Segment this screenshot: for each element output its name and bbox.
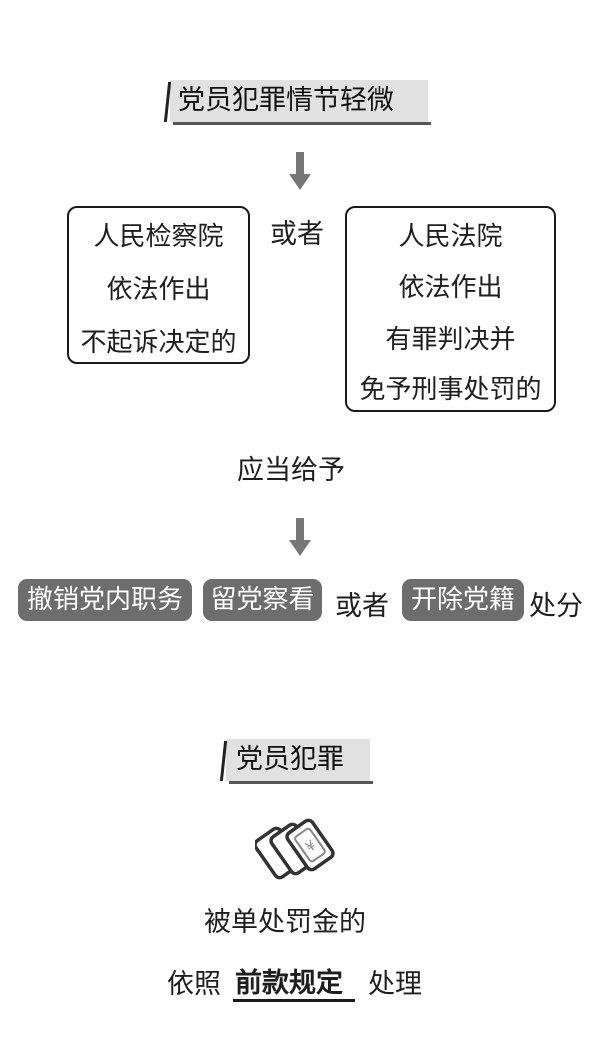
previous-clause-underline	[233, 999, 355, 1002]
down-arrow-icon	[289, 518, 311, 556]
court-line-3: 有罪判决并	[385, 325, 516, 355]
or-connector: 或者	[270, 219, 324, 250]
section1-tag-text: 党员犯罪情节轻微	[178, 85, 394, 116]
handle-text: 处理	[368, 969, 422, 1000]
revoke-post-pill: 撤销党内职务	[18, 579, 192, 621]
court-line-4: 免予刑事处罚的	[359, 375, 542, 405]
outcome-or-connector: 或者	[335, 591, 389, 622]
money-cards-icon: ¥	[255, 818, 335, 880]
expel-pill: 开除党籍	[402, 579, 524, 621]
section2-tag: 党员犯罪	[226, 739, 373, 784]
previous-clause-text: 前款规定	[235, 968, 343, 999]
court-box: 人民法院 依法作出 有罪判决并 免予刑事处罚的	[345, 206, 556, 412]
procuratorate-line-2: 依法作出	[106, 275, 211, 305]
procuratorate-line-1: 人民检察院	[93, 222, 224, 252]
section2-tag-text: 党员犯罪	[236, 744, 344, 775]
down-arrow-icon	[289, 152, 311, 190]
section1-tag: 党员犯罪情节轻微	[170, 80, 431, 125]
procuratorate-line-3: 不起诉决定的	[80, 328, 237, 358]
should-give-text: 应当给予	[237, 455, 345, 486]
court-line-1: 人民法院	[398, 222, 503, 252]
probation-pill: 留党察看	[203, 579, 322, 621]
fine-only-text: 被单处罚金的	[204, 907, 366, 938]
according-to-text: 依照	[167, 969, 221, 1000]
court-line-2: 依法作出	[398, 273, 503, 303]
procuratorate-box: 人民检察院 依法作出 不起诉决定的	[67, 206, 250, 364]
punishment-suffix: 处分	[529, 591, 583, 622]
